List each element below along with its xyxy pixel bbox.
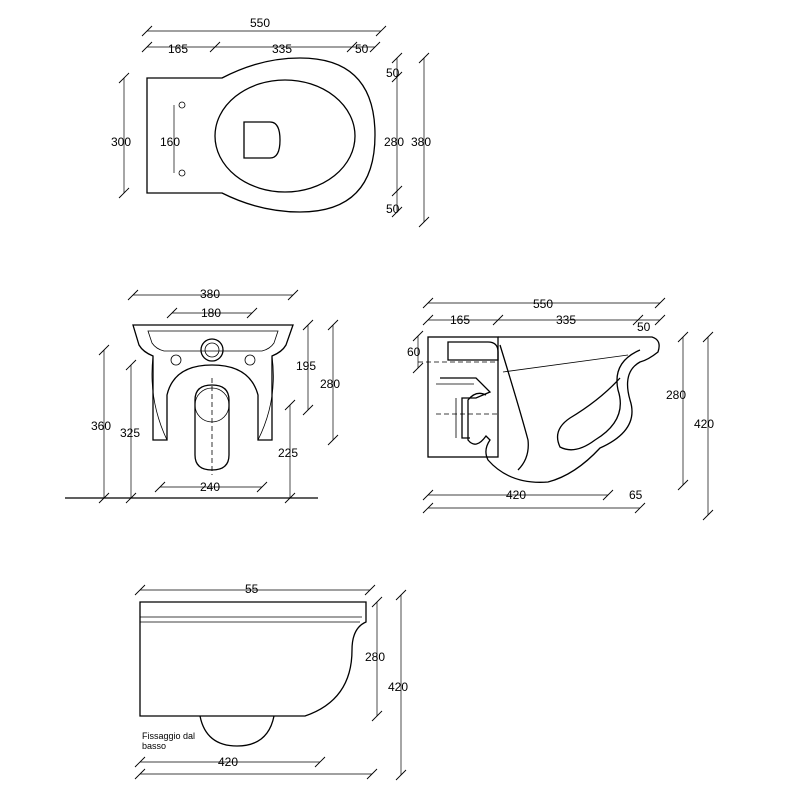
fixing-hole-icon: [244, 354, 256, 366]
rear-view-skirt: [151, 355, 274, 441]
dim-section-front: 50: [637, 320, 651, 334]
fixing-hole-icon: [178, 169, 186, 177]
dim-section-total-height: 420: [694, 417, 714, 431]
top-view-bowl: [214, 79, 356, 193]
elevation-base: [199, 715, 275, 747]
section-bowl-interior: [499, 344, 529, 471]
fixing-note-line1: Fissaggio dal: [142, 731, 195, 741]
dim-elevation-total-height: 420: [388, 680, 408, 694]
dim-top-outer-width: 380: [411, 135, 431, 149]
side-section: 550 165 335 50 60 280 420 420 65: [407, 297, 714, 521]
top-view: 550 165 335 50 300 160 50 280 50 380: [111, 16, 431, 228]
rear-outlet: [194, 384, 230, 471]
dim-rear-fixing-height: 195: [296, 359, 316, 373]
dim-section-base: 420: [506, 488, 526, 502]
dim-top-rear: 165: [168, 42, 188, 56]
fixing-hole-icon: [170, 354, 182, 366]
dim-elevation-overall: 55: [245, 582, 259, 596]
dim-elevation-body-height: 280: [365, 650, 385, 664]
dim-section-rear: 165: [450, 313, 470, 327]
dim-top-front: 50: [355, 42, 369, 56]
dim-rear-base-width: 240: [200, 480, 220, 494]
dim-section-overall: 550: [533, 297, 553, 311]
fixing-hole-icon: [178, 101, 186, 109]
section-back-plate: [427, 336, 499, 458]
dim-section-body-height: 280: [666, 388, 686, 402]
side-elevation: 55 280 420 420 Fissaggio dal basso: [134, 582, 408, 781]
dim-rear-outlet-height: 325: [120, 426, 140, 440]
dim-section-inlet: 60: [407, 345, 421, 359]
rear-view-outline: [132, 324, 294, 441]
elevation-outline: [139, 601, 367, 717]
dim-top-margin-bottom: 50: [386, 202, 400, 216]
section-trap: [447, 341, 499, 361]
dim-section-offset: 65: [629, 488, 643, 502]
dim-top-width: 300: [111, 135, 131, 149]
dim-top-bowl: 335: [272, 42, 292, 56]
fixing-note-line2: basso: [142, 741, 166, 751]
dim-top-bowl-width: 280: [384, 135, 404, 149]
rear-view: 380 180 195 280 360 325 225 240: [65, 287, 340, 504]
dim-rear-body-height: 280: [320, 377, 340, 391]
dim-rear-top-width: 380: [200, 287, 220, 301]
dim-rear-outlet-axis: 225: [278, 446, 298, 460]
section-body-outline: [467, 336, 660, 483]
top-view-drain: [243, 121, 281, 159]
rear-view-inner-lip: [147, 330, 279, 352]
dim-elevation-base: 420: [218, 755, 238, 769]
dim-rear-inlet-width: 180: [201, 306, 221, 320]
dim-rear-total-height: 360: [91, 419, 111, 433]
dim-top-overall: 550: [250, 16, 270, 30]
dim-top-fixing: 160: [160, 135, 180, 149]
dim-section-bowl: 335: [556, 313, 576, 327]
dim-top-margin-top: 50: [386, 66, 400, 80]
top-view-outline: [146, 57, 376, 213]
rear-inlet: [200, 338, 224, 362]
